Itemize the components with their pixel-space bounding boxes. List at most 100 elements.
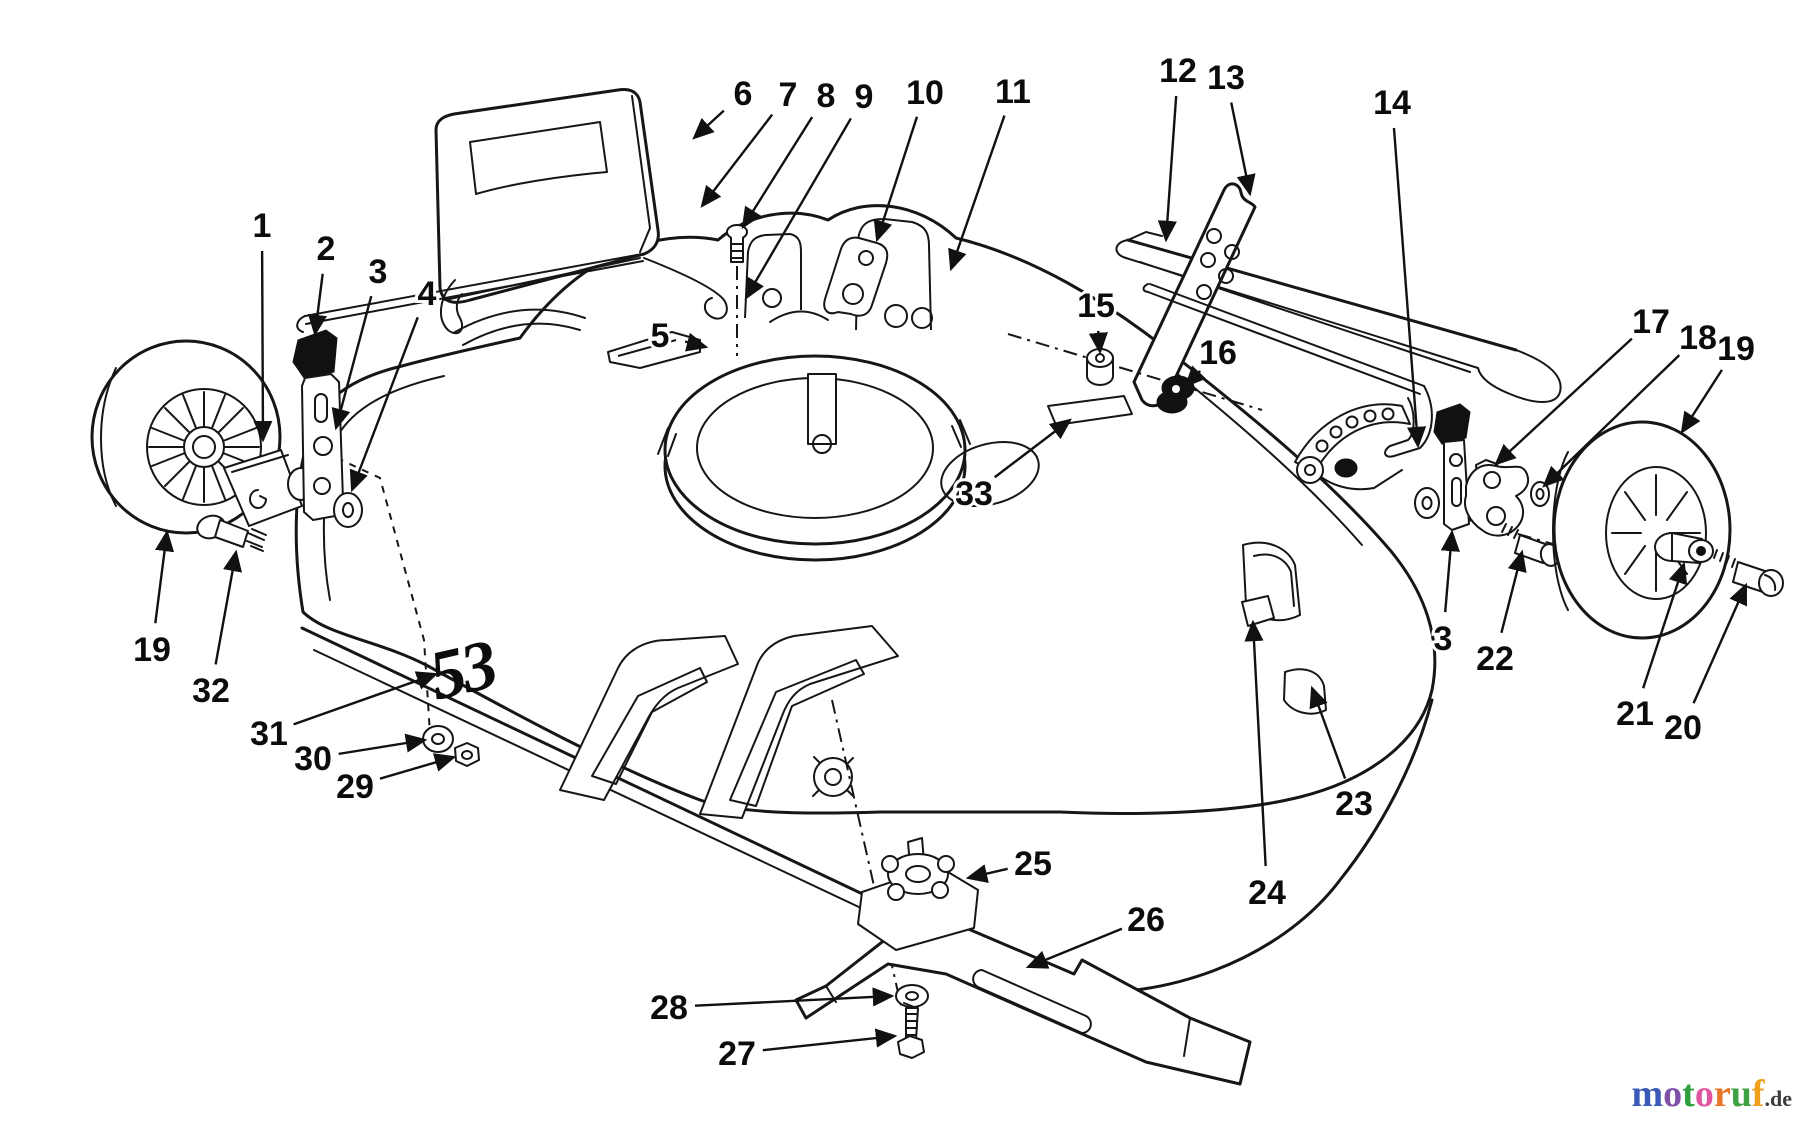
right-height-adjuster	[1414, 403, 1561, 567]
part-number-13: 13	[1207, 59, 1245, 97]
leader-line-12	[1157, 95, 1178, 243]
leader-line-19	[1680, 369, 1723, 435]
part-number-5: 5	[651, 317, 670, 355]
leader-line-6	[692, 109, 725, 140]
part-number-29: 29	[336, 768, 374, 806]
part-number-30: 30	[294, 740, 332, 778]
hidden-baffle-line	[323, 451, 431, 735]
leader-line-8	[741, 116, 814, 230]
part-number-7: 7	[779, 76, 798, 114]
watermark-letter: u	[1730, 1073, 1752, 1115]
leader-line-28	[694, 987, 895, 1007]
leader-line-4	[349, 316, 419, 493]
leader-line-2	[307, 273, 327, 337]
part-number-21: 21	[1616, 695, 1654, 733]
part-number-24: 24	[1248, 874, 1286, 912]
leader-line-31	[293, 671, 439, 726]
left-wheel	[90, 339, 315, 552]
right-adjuster-knob	[1433, 403, 1471, 445]
part-number-25: 25	[1014, 845, 1052, 883]
pivot-bracket	[823, 236, 889, 317]
part-number-10: 10	[906, 74, 944, 112]
part-number-23: 23	[1335, 785, 1373, 823]
leader-line-33	[993, 418, 1072, 479]
leader-line-7	[700, 113, 774, 208]
part-number-20: 20	[1664, 709, 1702, 747]
part-number-18: 18	[1679, 319, 1717, 357]
leader-line-15	[1088, 330, 1108, 355]
leader-line-13	[1230, 102, 1256, 197]
watermark-letter: m	[1631, 1073, 1664, 1115]
part-number-31: 31	[250, 715, 288, 753]
part-number-6: 6	[734, 75, 753, 113]
leader-line-3	[1440, 529, 1460, 613]
nut-and-grommet	[1007, 333, 1263, 414]
discharge-door	[296, 88, 748, 356]
part-number-16: 16	[1199, 334, 1237, 372]
leader-line-21	[1641, 561, 1688, 689]
part-number-17: 17	[1632, 303, 1670, 341]
leader-line-17	[1494, 337, 1633, 466]
part-number-26: 26	[1127, 901, 1165, 939]
leader-line-20	[1692, 582, 1748, 704]
leader-line-25	[965, 864, 1008, 884]
engine-mount-ring	[657, 354, 1133, 562]
hinge-screw	[726, 224, 748, 356]
part-number-2: 2	[317, 230, 336, 268]
leader-line-29	[379, 753, 457, 780]
leader-line-5	[684, 332, 709, 352]
height-lever-bracket	[1132, 182, 1257, 408]
blade-adapter	[857, 837, 979, 951]
watermark-letter: r	[1713, 1073, 1731, 1115]
part-number-1: 1	[253, 207, 272, 245]
rear-corner-tab	[1241, 595, 1275, 627]
height-link-rod	[1142, 283, 1433, 458]
part-number-9: 9	[855, 78, 874, 116]
part-number-11: 11	[995, 73, 1031, 111]
strut-knob	[812, 756, 854, 797]
leader-line-16	[1184, 365, 1207, 388]
left-adjuster-knob	[292, 329, 338, 379]
leader-line-3	[331, 295, 373, 431]
blade-assembly	[794, 699, 1252, 1086]
part-number-19: 19	[1717, 330, 1755, 368]
leader-line-24	[1244, 619, 1267, 867]
leader-line-10	[873, 116, 919, 243]
leader-line-14	[1392, 127, 1427, 449]
part-number-4: 4	[418, 275, 437, 313]
leader-line-23	[1309, 685, 1347, 779]
part-number-22: 22	[1476, 640, 1514, 678]
right-wheel	[1552, 420, 1784, 640]
part-number-33: 33	[955, 475, 993, 513]
front-handle-struts	[559, 625, 899, 819]
blade-bolt-and-washer	[895, 984, 929, 1059]
right-wheel-spokes	[1611, 474, 1701, 592]
support-bracket	[607, 331, 701, 369]
part-number-3: 3	[369, 253, 388, 291]
left-wheel-spokes	[148, 391, 260, 503]
part-number-15: 15	[1077, 287, 1115, 325]
leader-line-27	[762, 1028, 898, 1052]
part-number-14: 14	[1373, 84, 1411, 122]
part-number-12: 12	[1159, 52, 1197, 90]
watermark-letter: f	[1751, 1073, 1765, 1115]
watermark-letter: o	[1694, 1073, 1714, 1115]
watermark-letter: t	[1682, 1073, 1695, 1115]
leader-line-11	[948, 115, 1006, 272]
detent-comb-bracket	[1294, 403, 1411, 491]
hinge-rod	[296, 253, 728, 335]
part-number-28: 28	[650, 989, 688, 1027]
motoruf-watermark-logo: motoruf.de	[1632, 1072, 1792, 1116]
left-adjuster-washer	[333, 492, 363, 528]
part-number-19: 19	[133, 631, 171, 669]
leader-line-32	[214, 549, 243, 665]
part-number-8: 8	[817, 77, 836, 115]
leader-line-30	[338, 733, 428, 756]
leader-line-9	[744, 117, 852, 301]
part-number-27: 27	[718, 1035, 756, 1073]
washer-and-nut	[422, 725, 480, 767]
part-number-3: 3	[1434, 620, 1453, 658]
